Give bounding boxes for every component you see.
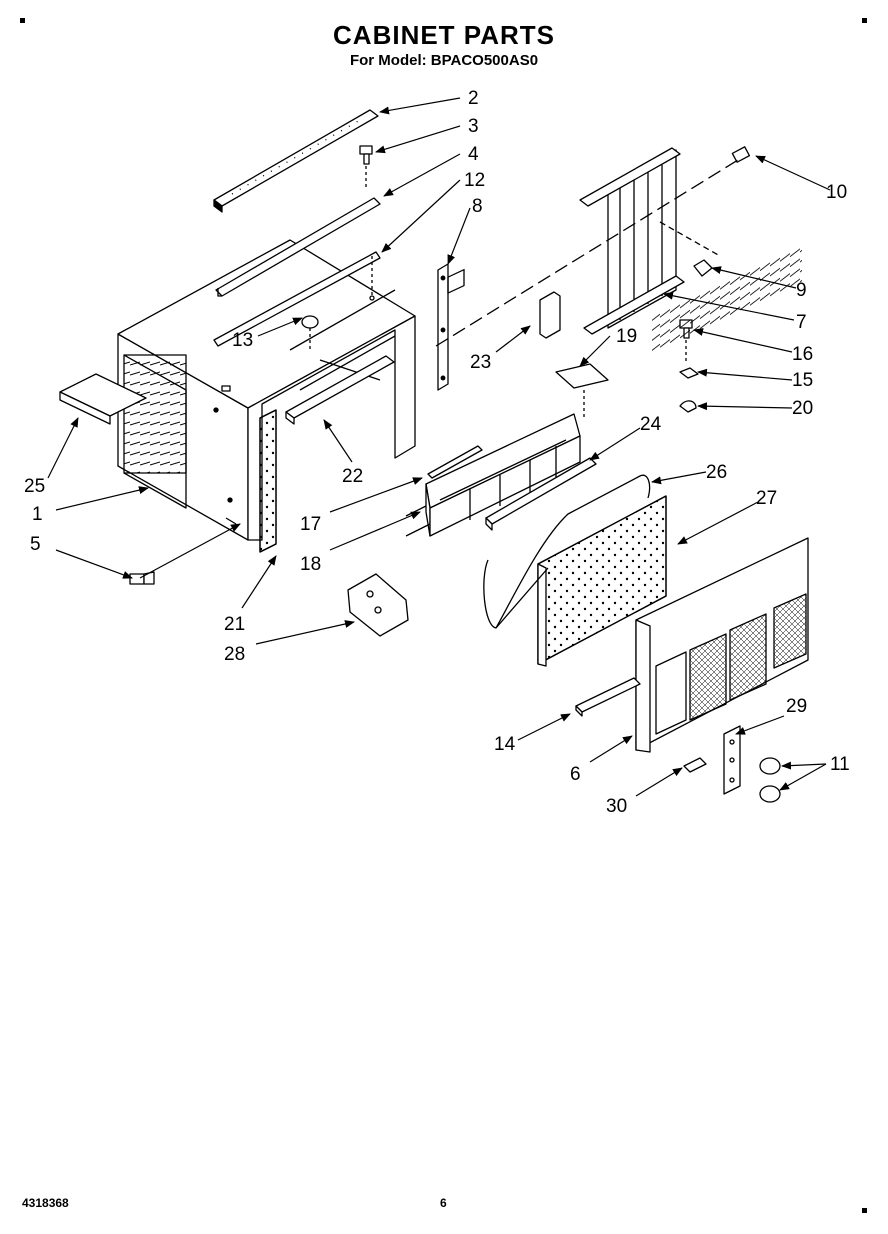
callout-6: 6 (570, 764, 581, 785)
callout-28: 28 (224, 644, 245, 665)
rail-part-4 (215, 197, 381, 297)
side-bracket-part-8 (437, 263, 449, 391)
callout-25: 25 (24, 476, 45, 497)
side-gasket-part-21 (259, 409, 277, 553)
channel-part-22 (285, 355, 395, 425)
callout-13: 13 (232, 330, 253, 351)
page-number: 6 (440, 1196, 447, 1210)
callout-16: 16 (792, 344, 813, 365)
strip-part-24 (485, 457, 597, 531)
washer-part-15 (679, 367, 699, 379)
callout-15: 15 (792, 370, 813, 391)
document-number: 4318368 (22, 1196, 69, 1210)
callout-27: 27 (756, 488, 777, 509)
callout-10: 10 (826, 182, 847, 203)
page-title: CABINET PARTS (333, 20, 555, 50)
corner-mark-bottom-right (862, 1208, 867, 1213)
strip-part-14 (575, 677, 641, 717)
callout-29: 29 (786, 696, 807, 717)
rail-part-12 (213, 251, 381, 347)
callout-20: 20 (792, 398, 813, 419)
long-bolt-part-10 (435, 146, 751, 347)
callout-5: 5 (30, 534, 41, 555)
callout-18: 18 (300, 554, 321, 575)
clip-part-20 (679, 400, 697, 413)
callout-2: 2 (468, 88, 479, 109)
callout-19: 19 (616, 326, 637, 347)
screw-part-3 (359, 145, 373, 190)
callout-26: 26 (706, 462, 727, 483)
bar-part-17 (427, 445, 483, 479)
callout-14: 14 (494, 734, 516, 755)
callout-numbers: 2 3 4 12 8 10 9 7 16 15 20 19 23 13 22 2… (24, 88, 850, 817)
button-part-30 (683, 757, 707, 773)
callout-11: 11 (830, 754, 850, 775)
knob-part-11 (759, 757, 781, 803)
callout-21: 21 (224, 614, 245, 635)
plate-part-29 (723, 725, 741, 795)
bracket-part-23 (539, 291, 561, 339)
front-bracket-part-18 (405, 268, 581, 537)
filter-part-26 (483, 474, 667, 667)
plug-part-13 (301, 315, 319, 352)
front-grille-part-27 (635, 246, 809, 753)
screw-part-5 (129, 571, 155, 585)
leader-lines (47, 97, 831, 797)
callout-1: 1 (32, 504, 43, 525)
callout-3: 3 (468, 116, 479, 137)
callout-4: 4 (468, 144, 479, 165)
corner-mark-top-left (20, 18, 25, 23)
latch-part-19 (555, 363, 609, 420)
model-subtitle: For Model: BPACO500AS0 (349, 52, 539, 69)
callout-7: 7 (796, 312, 807, 333)
callout-30: 30 (606, 796, 627, 817)
top-rail-part (213, 109, 379, 213)
corner-mark-top-right (862, 18, 867, 23)
base-support-part-25 (59, 373, 147, 425)
callout-12: 12 (464, 170, 485, 191)
callout-24: 24 (640, 414, 662, 435)
callout-8: 8 (472, 196, 483, 217)
callout-9: 9 (796, 280, 807, 301)
callout-22: 22 (342, 466, 363, 487)
mount-bracket-part-28 (347, 573, 409, 637)
callout-23: 23 (470, 352, 491, 373)
side-curtain-part-7 (579, 147, 685, 335)
callout-17: 17 (300, 514, 321, 535)
cabinet-shell-part (117, 239, 416, 541)
